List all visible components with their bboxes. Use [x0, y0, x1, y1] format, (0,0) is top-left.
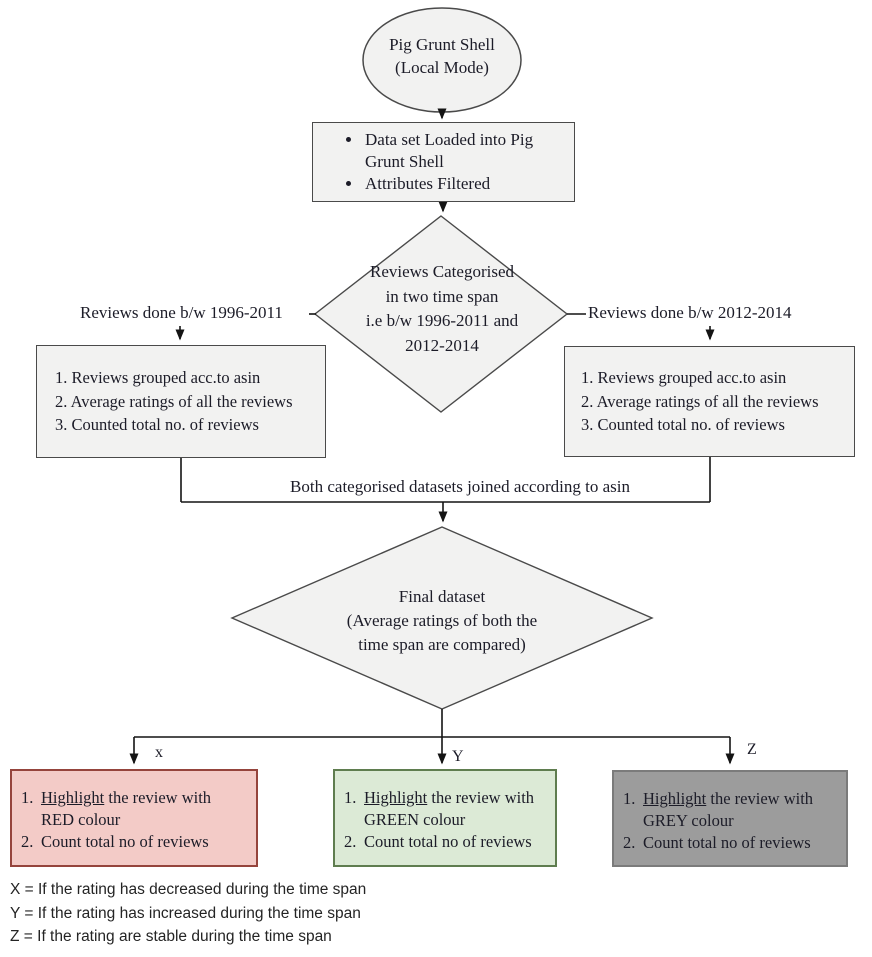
item-text: Count total no of reviews [364, 832, 532, 851]
left-branch-label: Reviews done b/w 1996-2011 [80, 303, 283, 322]
list-item: 1. Reviews grouped acc.to asin [581, 368, 787, 388]
underlined-word: Highlight [364, 788, 428, 807]
connectors [129, 108, 735, 765]
action-item: 1. Highlight the review with RED colour [21, 787, 254, 831]
branch-label-x: x [155, 744, 163, 761]
legend-line-z: Z = If the rating are stable during the … [10, 928, 332, 945]
item-number: 1. [623, 789, 636, 808]
list-item: 3. Counted total no. of reviews [581, 415, 785, 435]
branch-label-y: Y [452, 748, 464, 765]
start-node-label: Pig Grunt Shell (Local Mode) [363, 33, 521, 79]
action-item: 2. Count total no of reviews [344, 831, 553, 853]
item-text: Highlight the review with RED colour [41, 787, 211, 831]
join-label: Both categorised datasets joined accordi… [290, 477, 630, 496]
legend-line-y: Y = If the rating has increased during t… [10, 904, 361, 922]
item-text: Highlight the review with GREEN colour [364, 787, 534, 831]
red-action-box: 1. Highlight the review with RED colour … [10, 769, 258, 867]
left-period-box: 1. Reviews grouped acc.to asin 2. Averag… [36, 345, 326, 458]
legend-line-x: X = If the rating has decreased during t… [10, 881, 367, 898]
bullet-item: Data set Loaded into Pig Grunt Shell [363, 129, 568, 173]
list-item: 2. Average ratings of all the reviews [581, 391, 819, 411]
legend: X = If the rating has decreased during t… [10, 878, 366, 949]
underlined-word: Highlight [41, 788, 105, 807]
right-period-box: 1. Reviews grouped acc.to asin 2. Averag… [564, 346, 855, 457]
action-item: 2. Count total no of reviews [21, 831, 254, 853]
start-line2: (Local Mode) [395, 58, 489, 77]
load-process-box: Data set Loaded into Pig Grunt Shell Att… [312, 122, 575, 202]
list-item: 2. Average ratings of all the reviews [55, 391, 293, 411]
decision1-label: Reviews Categorised in two time span i.e… [365, 262, 519, 355]
list-item: 1. Reviews grouped acc.to asin [55, 368, 261, 388]
list-item: 3. Counted total no. of reviews [55, 415, 259, 435]
action-item: 2. Count total no of reviews [623, 832, 844, 854]
item-text-rest: the review with GREEN colour [364, 788, 535, 829]
item-text-rest: the review with GREY colour [643, 789, 814, 830]
underlined-word: Highlight [643, 789, 707, 808]
item-text-rest: the review with RED colour [41, 788, 212, 829]
branch-label-z: Z [747, 741, 757, 758]
decision2-label: Final dataset (Average ratings of both t… [346, 587, 538, 654]
decision1-diamond [313, 215, 569, 413]
start-line1: Pig Grunt Shell [389, 35, 495, 54]
action-item: 1. Highlight the review with GREEN colou… [344, 787, 553, 831]
item-text: Count total no of reviews [41, 832, 209, 851]
item-number: 1. [21, 788, 34, 807]
grey-action-box: 1. Highlight the review with GREY colour… [612, 770, 848, 867]
item-number: 2. [344, 832, 357, 851]
item-text: Count total no of reviews [643, 833, 811, 852]
green-action-box: 1. Highlight the review with GREEN colou… [333, 769, 557, 867]
bullet-item: Attributes Filtered [363, 173, 568, 195]
right-branch-label: Reviews done b/w 2012-2014 [588, 303, 792, 322]
item-text: Highlight the review with GREY colour [643, 788, 813, 832]
item-number: 1. [344, 788, 357, 807]
load-bullet-list: Data set Loaded into Pig Grunt Shell Att… [313, 129, 574, 195]
action-item: 1. Highlight the review with GREY colour [623, 788, 844, 832]
item-number: 2. [623, 833, 636, 852]
item-number: 2. [21, 832, 34, 851]
